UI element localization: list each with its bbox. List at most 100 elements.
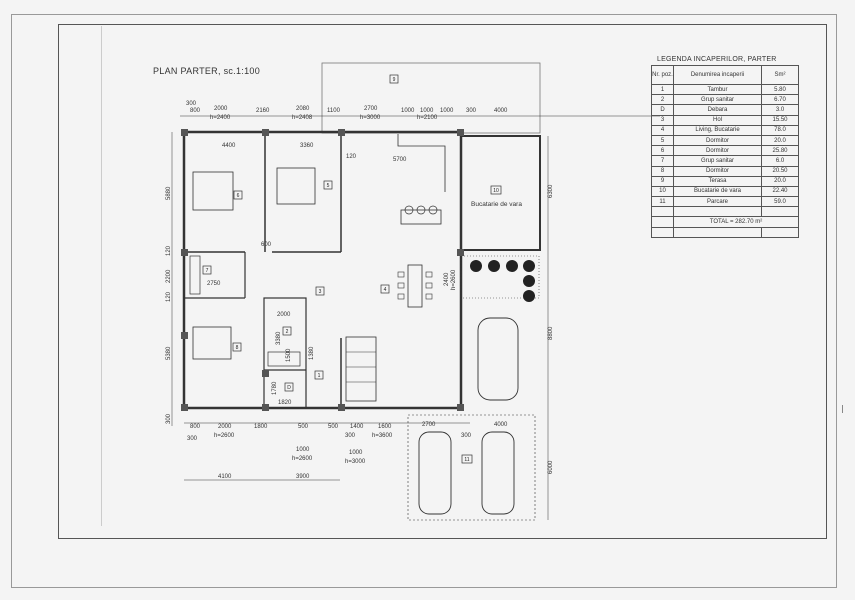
- cell-area: 5.80: [761, 83, 799, 96]
- dim-text: 120: [166, 245, 172, 256]
- dim-text: 300: [166, 413, 172, 424]
- dim-text: 6000: [548, 460, 554, 474]
- dim-text: 6300: [548, 184, 554, 198]
- empty-row: [651, 226, 799, 238]
- dim-text: 800: [190, 108, 201, 114]
- room-tag: D: [287, 385, 291, 391]
- dim-text: 800: [190, 424, 201, 430]
- room-tag: 1: [318, 373, 321, 379]
- dim-text: 1400: [350, 424, 364, 430]
- room-tag: 6: [237, 193, 240, 199]
- dim-text: 1500: [286, 348, 292, 362]
- cell-area: 20.0: [761, 134, 799, 147]
- dim-text: 300: [345, 433, 356, 439]
- dim-text: 1000: [420, 108, 434, 114]
- room-tag: 2: [286, 329, 289, 335]
- dim-text: 2000: [214, 106, 228, 112]
- cell-nr: 7: [651, 155, 674, 167]
- dim-text: 1000: [349, 450, 363, 456]
- dim-text: 2000: [218, 424, 232, 430]
- cell-area: 25.80: [761, 145, 799, 157]
- total-value: TOTAL = 282.70 m²: [673, 216, 799, 228]
- cell-nr: 9: [651, 175, 674, 187]
- dim-text: 5880: [166, 186, 172, 200]
- dim-text: h=2408: [292, 115, 313, 121]
- cell-name: Terasa: [673, 175, 762, 187]
- dim-text: 1380: [309, 346, 315, 360]
- dim-text: 4100: [218, 474, 232, 480]
- dim-text: h=3600: [372, 433, 393, 439]
- empty-row: [651, 206, 799, 218]
- legend-header-row: Nr. poz. Denumirea incaperii Sm²: [651, 65, 799, 85]
- dim-text: 3360: [300, 143, 314, 149]
- dim-text: 2700: [422, 422, 436, 428]
- dim-text: 4400: [222, 143, 236, 149]
- dim-text: 1780: [272, 381, 278, 395]
- dim-text: 4000: [494, 422, 508, 428]
- summer-kitchen-walls: [461, 135, 541, 251]
- sheet-edge-tick: [842, 405, 843, 413]
- cell-nr: D: [651, 104, 674, 116]
- dim-text: 1000: [440, 108, 454, 114]
- cell-nr: 10: [651, 185, 674, 198]
- cell-nr: 1: [651, 83, 674, 96]
- plan-title: PLAN PARTER, sc.1:100: [153, 66, 261, 76]
- dim-text: h=2400: [210, 115, 231, 121]
- room-tag: 7: [206, 268, 209, 274]
- sheet-outer-frame: [11, 14, 837, 588]
- cell-nr: 3: [651, 114, 674, 126]
- cell-name: Parcare: [673, 196, 762, 208]
- legend-title: LEGENDA INCAPERILOR, PARTER: [657, 56, 777, 63]
- exterior-walls: [182, 130, 463, 410]
- dim-text: h=2600: [214, 433, 235, 439]
- summer-kitchen-label: Bucatarie de vara: [471, 201, 522, 208]
- cell-area: 20.50: [761, 165, 799, 177]
- dim-text: h=2600: [292, 456, 313, 462]
- cell-name: Hol: [673, 114, 762, 126]
- cell-area: 22.40: [761, 185, 799, 198]
- cell-nr: 6: [651, 145, 674, 157]
- dim-text: 1800: [254, 424, 268, 430]
- room-tag: 8: [236, 345, 239, 351]
- cell-name: Bucatarie de vara: [673, 185, 762, 198]
- dim-text: 120: [166, 291, 172, 302]
- dim-text: 2160: [256, 108, 270, 114]
- dim-text: 1600: [378, 424, 392, 430]
- dim-text: 300: [187, 436, 198, 442]
- dim-text: 2000: [277, 312, 291, 318]
- header-area: Sm²: [761, 65, 799, 85]
- room-tag: 11: [464, 457, 469, 463]
- cell-nr: 4: [651, 124, 674, 136]
- dim-text: 120: [346, 154, 357, 160]
- dim-text: h=2100: [417, 115, 438, 121]
- dim-text: h=3000: [360, 115, 381, 121]
- dim-text: 300: [186, 101, 197, 107]
- dim-text: 4000: [494, 108, 508, 114]
- dim-text: 2750: [207, 281, 221, 287]
- cell-name: Dormitor: [673, 134, 762, 147]
- dim-text: 1000: [296, 447, 310, 453]
- room-tag: 4: [384, 287, 387, 293]
- cell-name: Debara: [673, 104, 762, 116]
- dim-text: 1000: [401, 108, 415, 114]
- cell-name: Grup sanitar: [673, 94, 762, 106]
- header-name: Denumirea incaperii: [673, 65, 762, 85]
- dim-text: 1100: [327, 108, 341, 114]
- dim-text: h=2600: [451, 269, 457, 290]
- dim-text: 2200: [166, 269, 172, 283]
- room-tag: 9: [393, 77, 396, 83]
- dim-text: 5700: [393, 157, 407, 163]
- dim-text: 600: [261, 242, 272, 248]
- dim-text: 2400: [444, 272, 450, 286]
- cell-area: 6.70: [761, 94, 799, 106]
- car-icon: [418, 317, 519, 515]
